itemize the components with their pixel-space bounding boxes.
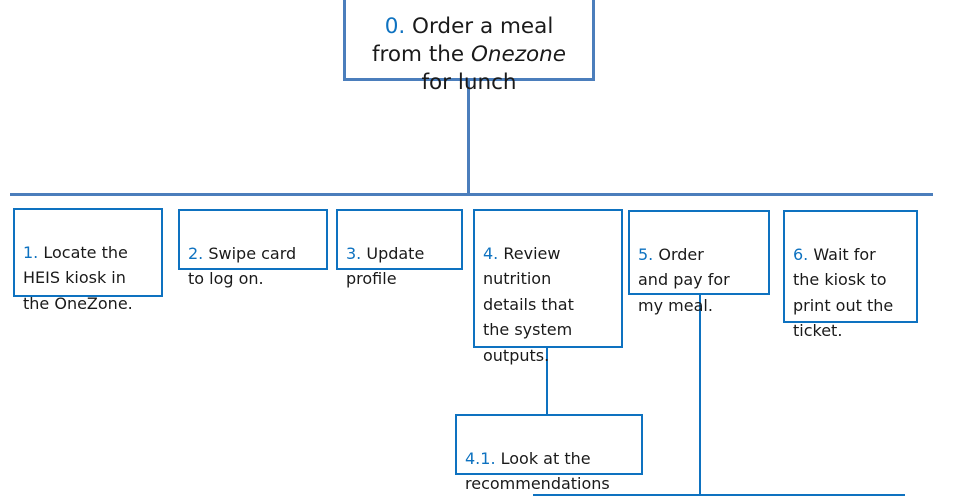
task-number: 2.: [188, 243, 204, 263]
task-number: 4.1.: [465, 448, 496, 468]
task-label-italic: Onezone: [470, 42, 567, 67]
task-number: 1.: [23, 242, 39, 262]
task-label: Order a meal from the: [371, 14, 554, 67]
task-label: Look at the recommendations: [465, 448, 610, 494]
task5-subtask-rail-line: [533, 494, 905, 496]
root-connector-line: [467, 81, 470, 193]
task-number: 5.: [638, 244, 654, 264]
task-label: Order and pay for my meal.: [638, 244, 730, 315]
task-number: 4.: [483, 243, 499, 263]
task-box-3: 3. Update profile: [336, 209, 463, 288]
task-box-2: 2. Swipe card to log on.: [178, 209, 328, 288]
task-number: 0.: [384, 14, 406, 39]
task-box-5: 5. Order and pay for my meal.: [628, 210, 770, 315]
task-label: for lunch: [421, 70, 517, 95]
task-box-4-1: 4.1. Look at the recommendations: [455, 414, 643, 493]
task-box-root: 0. Order a meal from the Onezone for lun…: [343, 0, 595, 95]
task-label: Update profile: [346, 243, 425, 289]
task5-subtask-connector-line: [699, 295, 701, 494]
task-number: 3.: [346, 243, 362, 263]
task-label: Wait for the kiosk to print out the tick…: [793, 244, 894, 341]
task-label: Locate the HEIS kiosk in the OneZone.: [23, 242, 133, 313]
task-label: Swipe card to log on.: [188, 243, 297, 289]
task-label: Review nutrition details that the system…: [483, 243, 574, 365]
task-number: 6.: [793, 244, 809, 264]
task4-subtask-connector-line: [546, 348, 548, 414]
level1-rail-line: [10, 193, 933, 196]
task-box-6: 6. Wait for the kiosk to print out the t…: [783, 210, 918, 340]
task-box-1: 1. Locate the HEIS kiosk in the OneZone.: [13, 208, 163, 313]
task-box-4: 4. Review nutrition details that the sys…: [473, 209, 623, 365]
